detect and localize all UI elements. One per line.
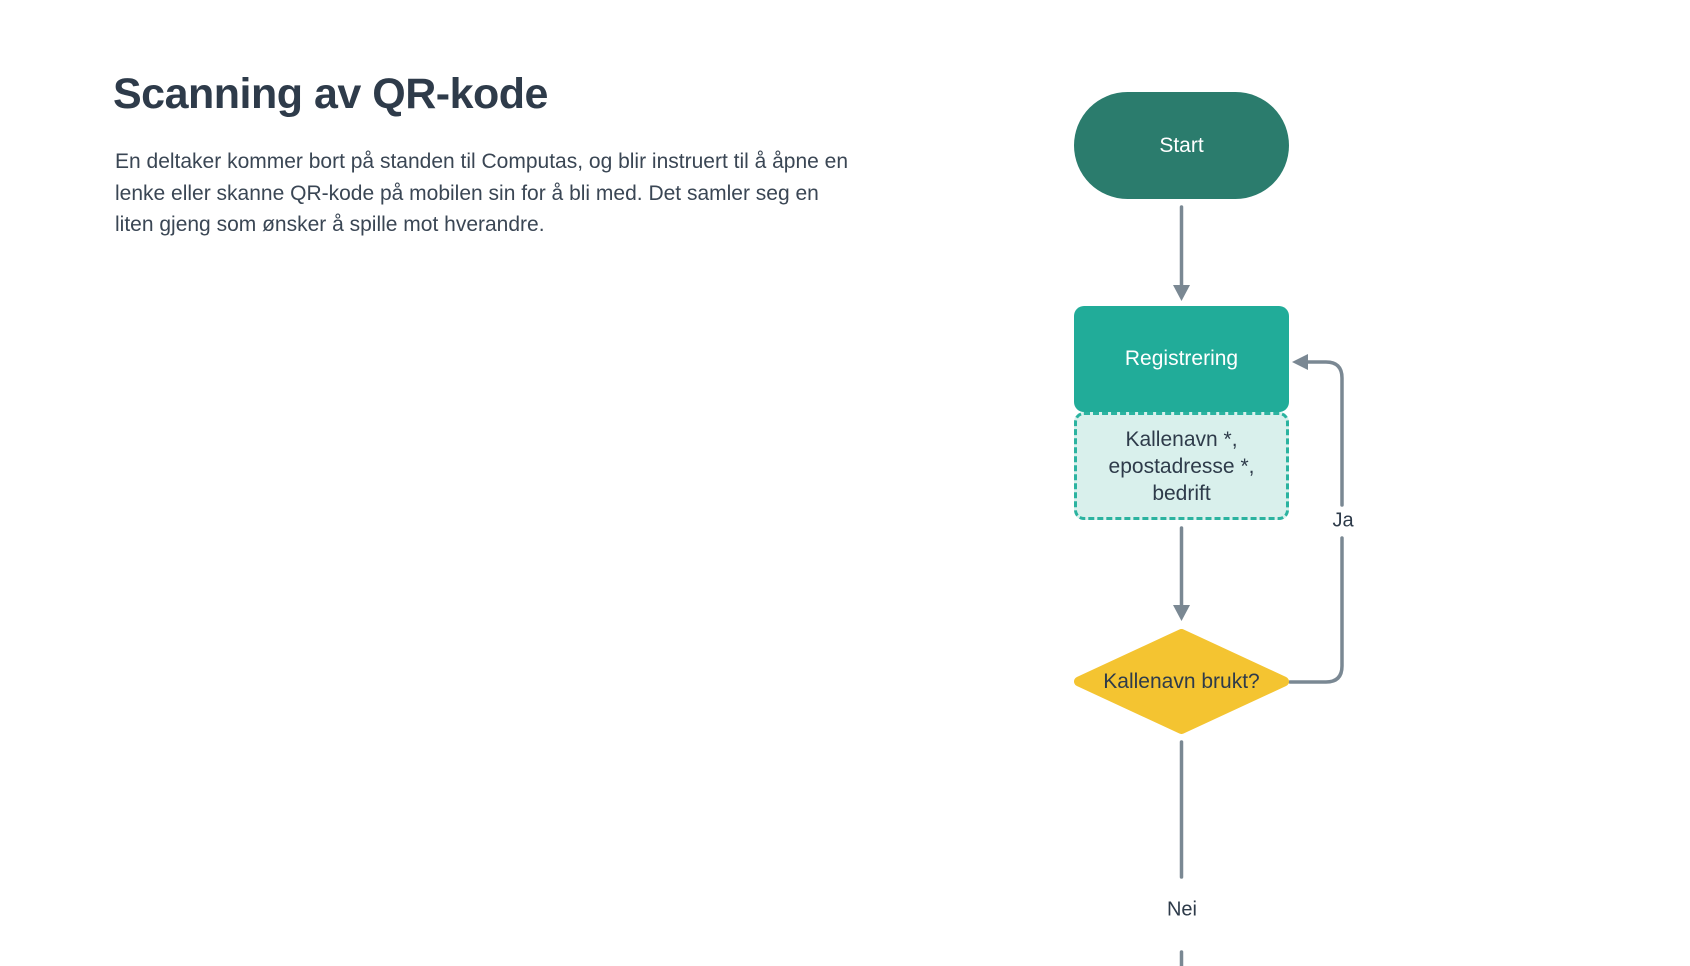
flow-node-start: Start	[1074, 92, 1289, 199]
flow-node-fields-label: Kallenavn *, epostadresse *, bedrift	[1108, 427, 1255, 505]
flow-node-start-label: Start	[1159, 133, 1204, 157]
arrowhead-left-icon	[1292, 354, 1308, 370]
edge-ja-loop-upper	[1306, 360, 1344, 507]
diamond-icon	[1074, 629, 1289, 734]
intro-paragraph: En deltaker kommer bort på standen til C…	[115, 150, 849, 236]
flow-node-decision: Kallenavn brukt?	[1074, 629, 1289, 734]
edge-label-ja: Ja	[1332, 509, 1354, 532]
page-title: Scanning av QR-kode	[113, 70, 548, 118]
flow-node-registrering: Registrering	[1074, 306, 1289, 412]
flow-node-decision-label: Kallenavn brukt?	[1103, 669, 1260, 693]
flow-node-fields: Kallenavn *, epostadresse *, bedrift	[1074, 412, 1289, 520]
edge-label-nei: Nei	[1166, 898, 1198, 921]
arrowhead-down-icon	[1173, 605, 1190, 621]
arrowhead-down-icon	[1173, 285, 1190, 301]
flow-node-registrering-label: Registrering	[1124, 347, 1239, 370]
edge-ja-loop-lower	[1288, 536, 1344, 684]
